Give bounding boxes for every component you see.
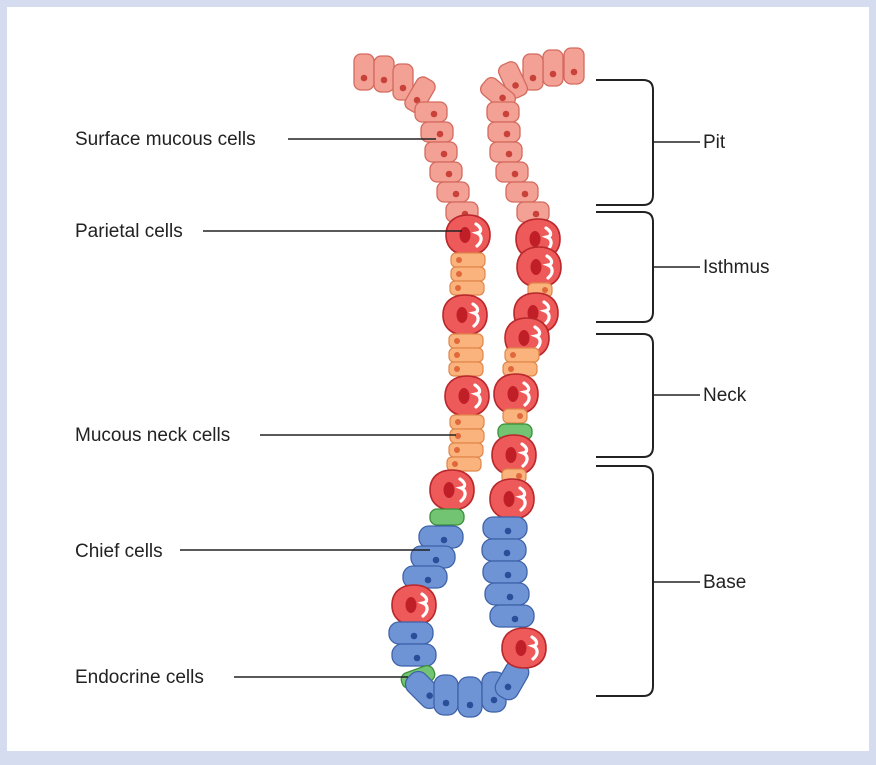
label-pit: Pit <box>703 132 726 153</box>
label-endocrine-cells: Endocrine cells <box>75 667 204 688</box>
label-neck: Neck <box>703 385 747 406</box>
left-epithelium <box>354 54 490 690</box>
label-surface-mucous-cells: Surface mucous cells <box>75 129 256 150</box>
label-chief-cells: Chief cells <box>75 541 163 562</box>
bracket-isthmus <box>596 212 653 322</box>
bracket-neck <box>596 334 653 457</box>
label-mucous-neck-cells: Mucous neck cells <box>75 425 230 446</box>
bracket-base <box>596 466 653 696</box>
label-isthmus: Isthmus <box>703 257 770 278</box>
region-brackets: Pit Isthmus Neck Base <box>596 80 770 696</box>
bracket-pit <box>596 80 653 205</box>
right-epithelium <box>478 48 584 668</box>
label-base: Base <box>703 572 746 593</box>
label-parietal-cells: Parietal cells <box>75 221 183 242</box>
